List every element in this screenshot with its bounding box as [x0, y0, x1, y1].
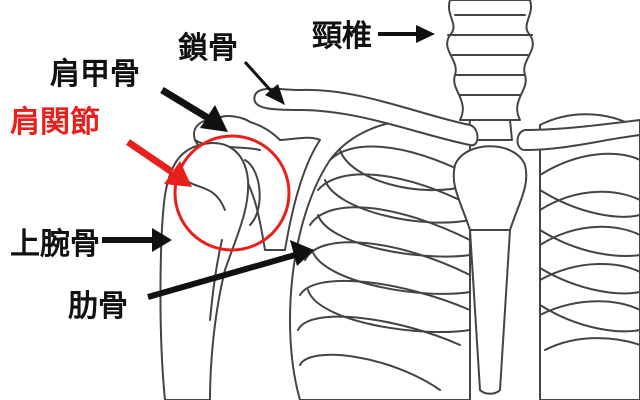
label-arrows: [102, 25, 435, 300]
ribs-arrow: [147, 240, 314, 300]
label-cervical-spine: 頸椎: [312, 19, 372, 54]
clavicle-arrow: [243, 60, 285, 105]
clavicle: [253, 87, 640, 151]
humerus-arrow: [102, 228, 172, 252]
scapula-arrow: [160, 87, 228, 132]
shoulder-joint-arrow: [126, 139, 192, 187]
cervical-spine: [446, 0, 534, 141]
cervical-arrow: [378, 25, 435, 43]
rib-cage: [289, 113, 640, 400]
label-clavicle: 鎖骨: [178, 31, 238, 66]
label-scapula: 肩甲骨: [50, 57, 140, 92]
humerus: [159, 142, 261, 400]
label-shoulder-joint: 肩関節: [10, 105, 100, 140]
label-humerus: 上腕骨: [10, 227, 100, 262]
shoulder-joint-highlight-circle: [173, 134, 291, 252]
label-ribs: 肋骨: [68, 289, 128, 324]
sternum: [452, 145, 528, 395]
